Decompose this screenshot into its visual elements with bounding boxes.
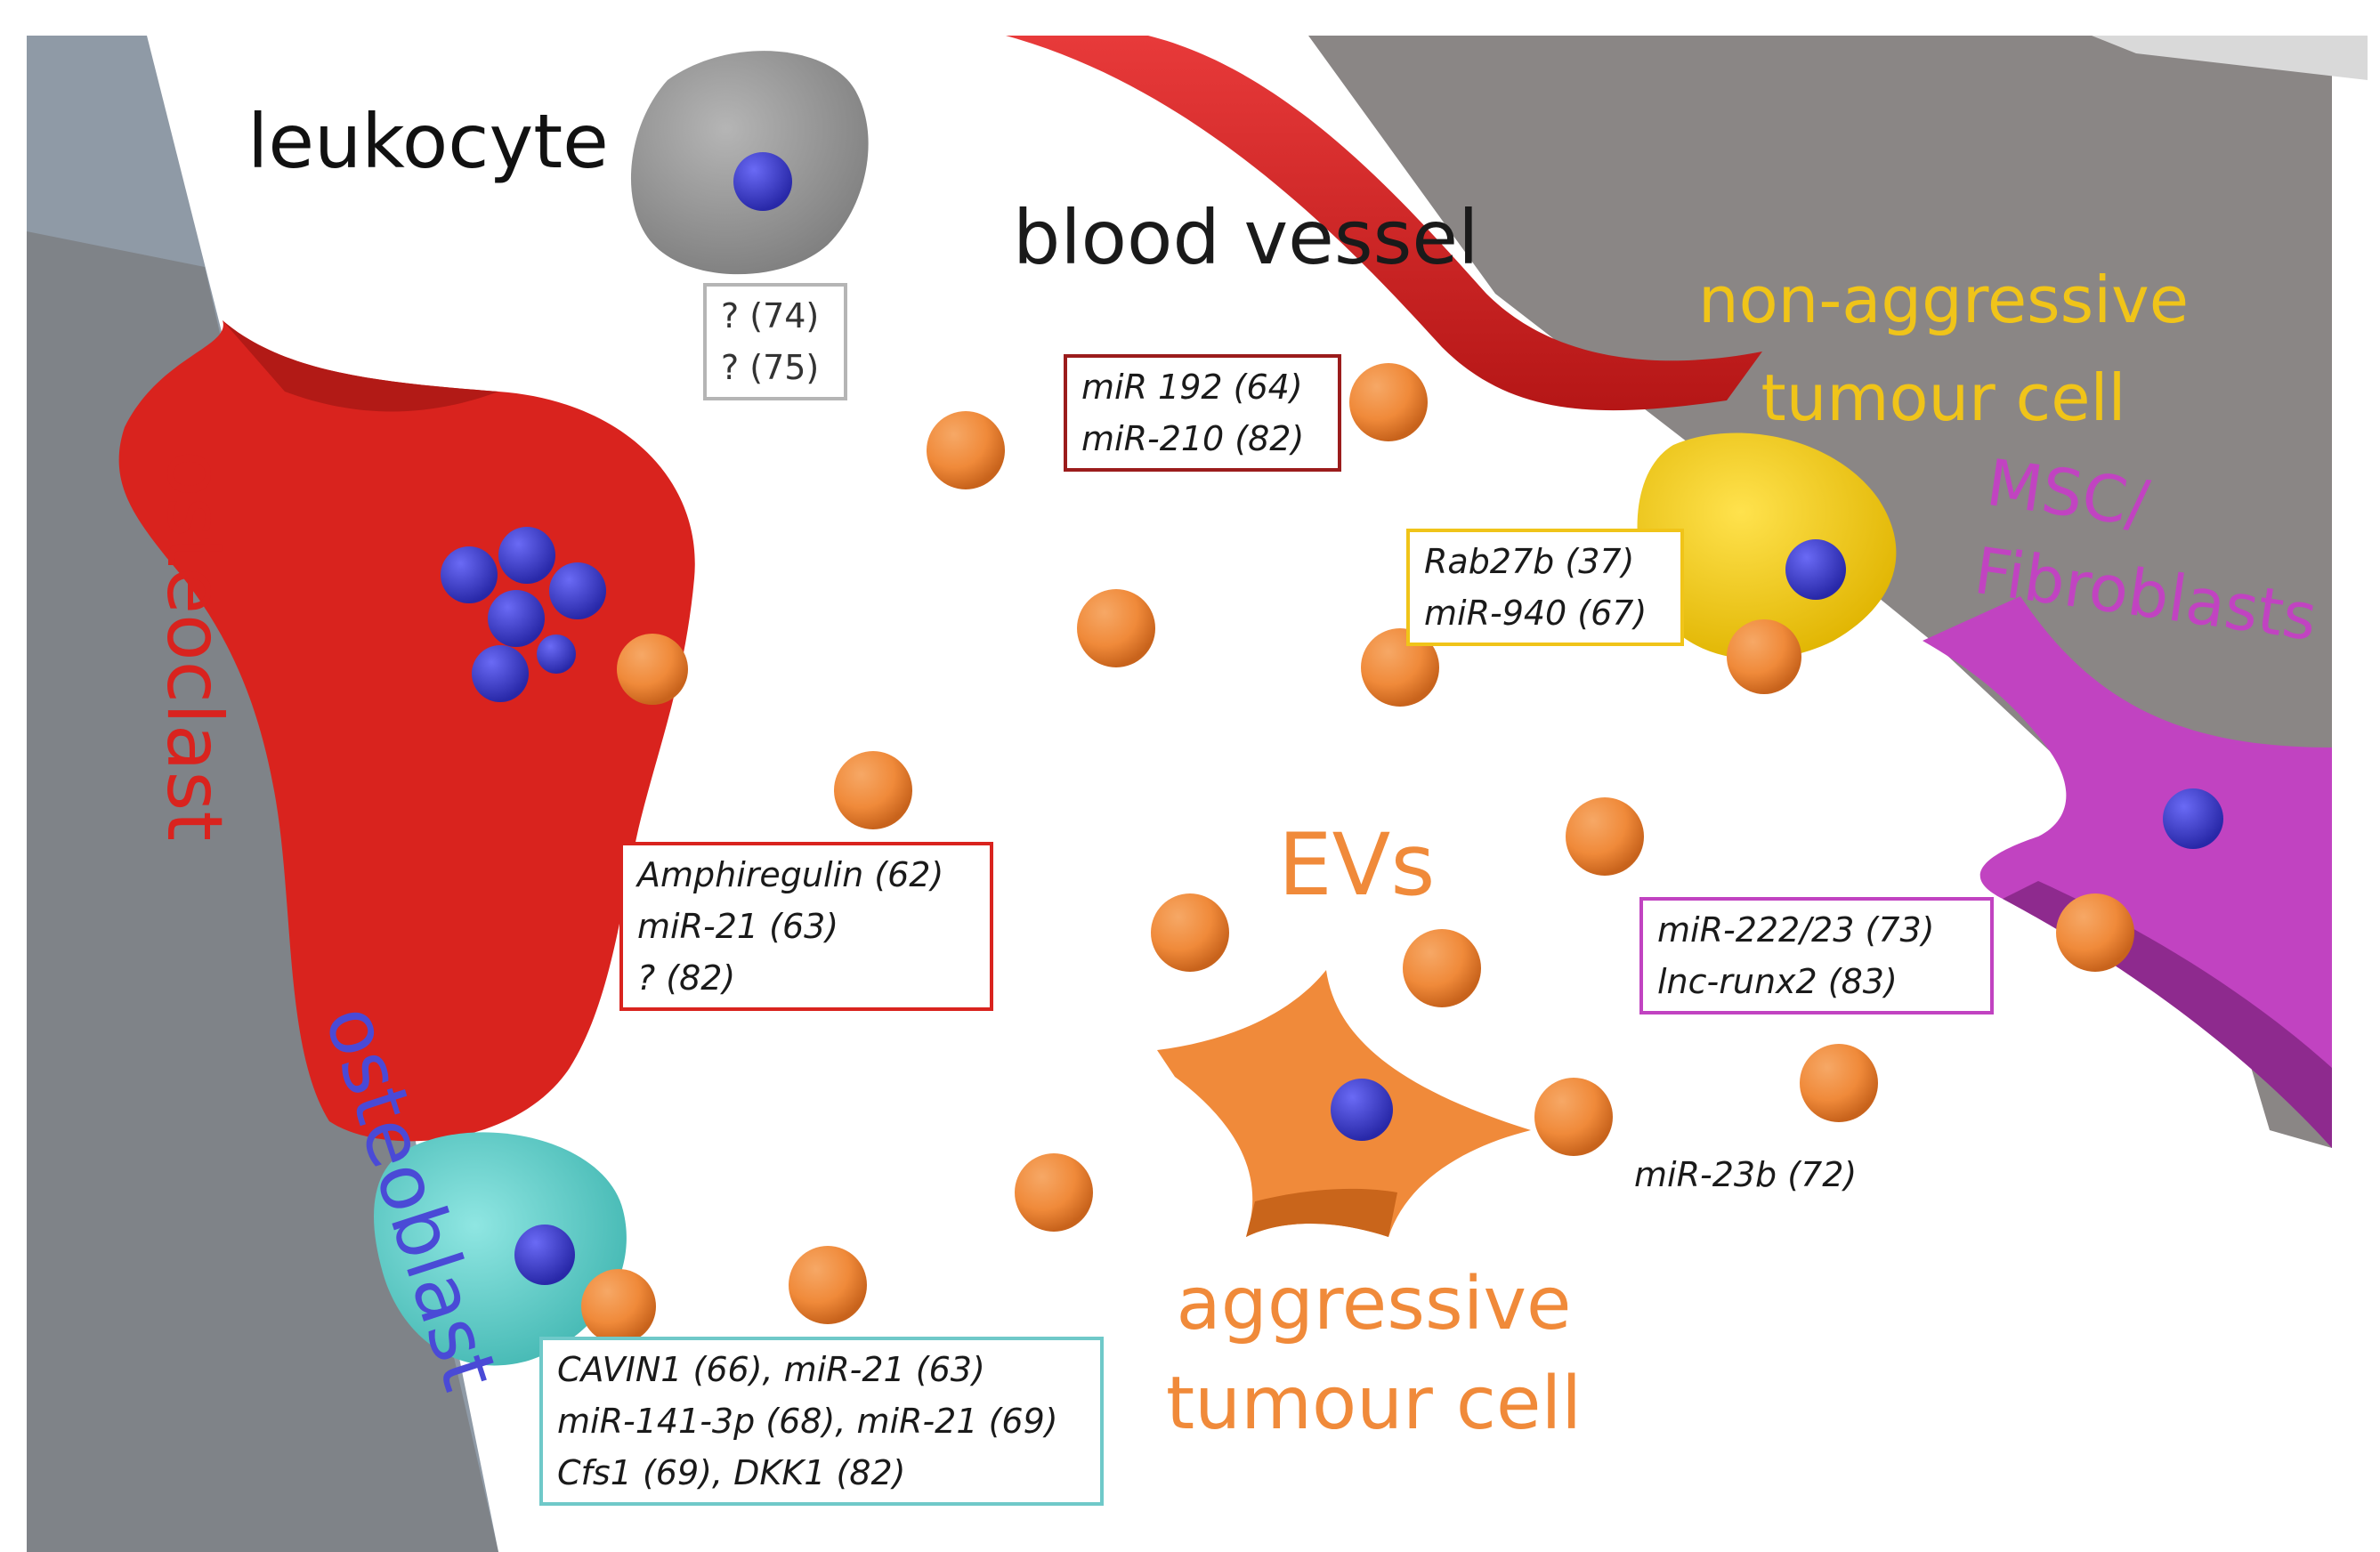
osteoclast-nucleus <box>498 527 555 584</box>
label-blood-vessel: blood vessel <box>1013 194 1479 281</box>
osteoclast-nucleus <box>537 635 576 674</box>
aggressive-tumour-shading <box>1246 1188 1397 1237</box>
ev-particle <box>1566 797 1644 876</box>
ref-item: miR 192 (64) <box>1081 368 1303 407</box>
tissue-plane-right-top <box>2092 36 2368 80</box>
ev-particle <box>1077 589 1155 667</box>
ref-item: lnc-runx2 (83) <box>1657 962 1898 1001</box>
ev-particle <box>1534 1078 1613 1156</box>
blood-vessel <box>1006 36 1762 411</box>
refbox-leukocyte: ? (74) ? (75) <box>703 283 847 400</box>
ref-item: miR-141-3p (68), miR-21 (69) <box>557 1402 1058 1441</box>
refbox-osteoblast: CAVIN1 (66), miR-21 (63) miR-141-3p (68)… <box>539 1337 1104 1506</box>
non-aggressive-tumour-cell <box>1637 432 1897 659</box>
msc-nucleus <box>2163 788 2223 849</box>
label-non-aggressive-tumour-cell: non-aggressive tumour cell <box>1698 263 2190 435</box>
ev-particle <box>1151 893 1229 972</box>
osteoblast-cell <box>374 1132 627 1366</box>
osteoclast-nucleus <box>488 590 545 647</box>
ref-item: miR-940 (67) <box>1424 594 1647 633</box>
aggressive-nucleus <box>1331 1079 1393 1141</box>
refbox-msc: miR-222/23 (73) lnc-runx2 (83) <box>1639 897 1994 1014</box>
ref-item: CAVIN1 (66), miR-21 (63) <box>557 1350 985 1389</box>
label-osteoclast: osteoclast <box>150 450 239 842</box>
ev-particle <box>2056 893 2134 972</box>
ref-aggressive-free: miR-23b (72) <box>1634 1155 1858 1194</box>
ev-particle <box>1800 1044 1878 1122</box>
tissue-plane-right <box>1308 36 2332 1148</box>
label-leukocyte: leukocyte <box>247 98 609 185</box>
ref-item: miR-222/23 (73) <box>1657 910 1935 950</box>
ref-item: miR-21 (63) <box>637 907 839 946</box>
ref-item: miR-210 (82) <box>1081 419 1305 458</box>
osteoclast-nucleus <box>441 546 498 603</box>
ref-item: ? (75) <box>721 348 820 387</box>
osteoclast-cell <box>118 320 695 1142</box>
refbox-blood-vessel: miR 192 (64) miR-210 (82) <box>1064 354 1341 472</box>
ev-particle <box>1015 1153 1093 1232</box>
osteoclast-nucleus <box>472 645 529 702</box>
osteoclast-nucleus <box>549 562 606 619</box>
osteoclast-shading <box>223 320 498 412</box>
ev-particle <box>617 634 688 705</box>
ev-particle <box>834 751 912 829</box>
ev-particle <box>1349 363 1428 441</box>
non-aggressive-nucleus <box>1785 539 1846 600</box>
ev-particle <box>581 1269 656 1344</box>
ev-particle <box>927 411 1005 489</box>
ev-particle <box>1727 619 1801 694</box>
ev-particle <box>789 1246 867 1324</box>
ref-item: Rab27b (37) <box>1424 542 1635 581</box>
osteoblast-nucleus <box>514 1225 575 1285</box>
msc-fibroblast-shading <box>2003 881 2332 1148</box>
label-evs: EVs <box>1278 815 1436 915</box>
ev-particle <box>1403 929 1481 1007</box>
leukocyte-nucleus <box>733 152 792 211</box>
refbox-osteoclast: Amphiregulin (62) miR-21 (63) ? (82) <box>619 842 993 1011</box>
ref-item: ? (74) <box>721 296 820 335</box>
label-aggressive-tumour-cell: aggressive tumour cell <box>1166 1262 1583 1446</box>
ref-item: Amphiregulin (62) <box>637 855 944 894</box>
ref-item: ? (82) <box>637 958 736 998</box>
refbox-non-aggressive: Rab27b (37) miR-940 (67) <box>1406 529 1684 646</box>
ref-item: Cfs1 (69), DKK1 (82) <box>557 1453 906 1492</box>
ev-particle <box>1361 628 1439 707</box>
